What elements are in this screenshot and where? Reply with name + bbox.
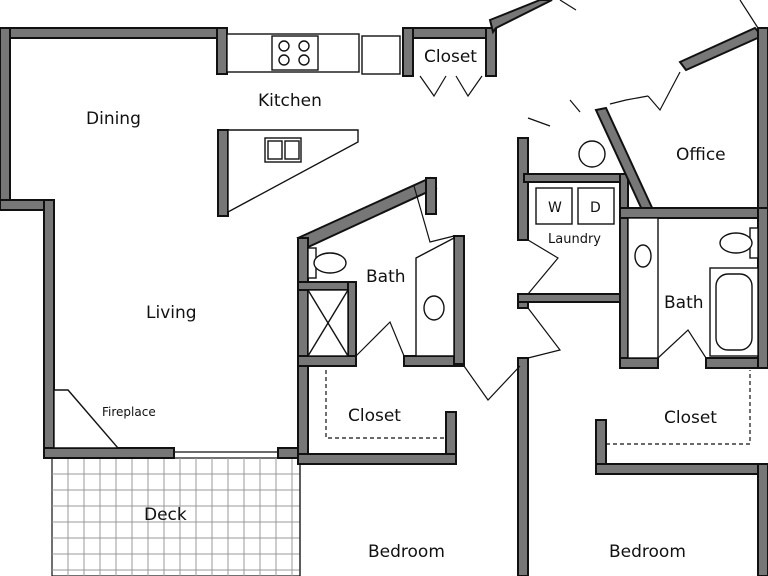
label-dryer: D — [590, 200, 601, 216]
sink-icon — [634, 244, 652, 268]
label-deck: Deck — [144, 505, 187, 525]
fireplace — [53, 389, 120, 449]
label-office: Office — [676, 145, 726, 165]
bath-right-fixtures — [627, 217, 759, 359]
dryer-icon — [577, 187, 615, 225]
toilet-icon — [719, 232, 753, 254]
label-bath-left: Bath — [366, 267, 406, 287]
label-living: Living — [146, 303, 197, 323]
washer-icon — [535, 187, 573, 225]
water-heater-icon — [578, 140, 606, 168]
vanity — [627, 217, 659, 359]
label-kitchen-closet: Closet — [424, 47, 477, 67]
label-bedroom-right: Bedroom — [609, 542, 686, 562]
closet-rod — [325, 370, 446, 439]
label-closet-left: Closet — [348, 406, 401, 426]
label-bath-right: Bath — [664, 293, 704, 313]
deck-tiles — [51, 457, 301, 576]
toilet-icon — [313, 252, 347, 274]
stove-icon — [271, 35, 319, 71]
refrigerator-icon — [361, 35, 401, 75]
label-fireplace: Fireplace — [102, 405, 156, 419]
kitchen-fixtures — [226, 33, 401, 214]
label-laundry: Laundry — [548, 232, 601, 247]
label-washer: W — [548, 200, 562, 216]
door-swings — [174, 0, 759, 576]
bath-left-fixtures — [307, 236, 455, 357]
sink-icon — [423, 295, 445, 321]
label-kitchen: Kitchen — [258, 91, 322, 111]
room-labels: Dining Kitchen Closet Office Living Bath… — [86, 47, 726, 562]
laundry-fixtures — [535, 140, 615, 225]
label-bedroom-left: Bedroom — [368, 542, 445, 562]
closet-rod — [606, 370, 751, 445]
label-closet-right: Closet — [664, 408, 717, 428]
kitchen-island — [227, 129, 359, 214]
label-dining: Dining — [86, 109, 141, 129]
